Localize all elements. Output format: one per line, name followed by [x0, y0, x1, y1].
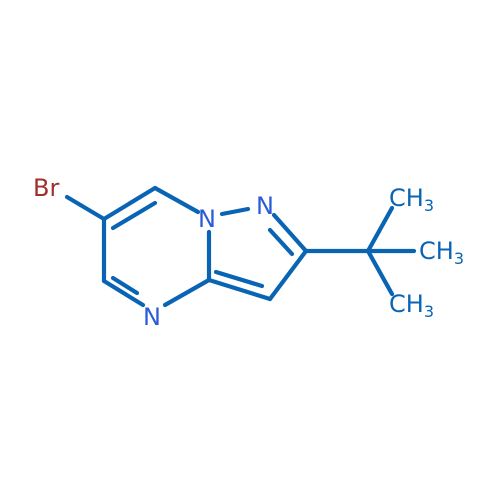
bond-c-br [64, 194, 107, 222]
bond-c3a-n4 [162, 277, 212, 308]
bond-cq-ch3-top [365, 205, 395, 254]
bond-n4-c5 [101, 278, 146, 308]
methyl-bottom-sub: 3 [424, 302, 434, 321]
methyl-right-label: CH3 [419, 237, 464, 268]
methyl-top-label: CH3 [389, 184, 434, 215]
bond-n1-n2 [219, 206, 251, 217]
methyl-top-main: CH [389, 184, 424, 212]
bond-c3-c3a-inner [213, 269, 265, 289]
methyl-top-sub: 3 [424, 196, 434, 215]
bond-c2-c3 [267, 248, 309, 302]
methyl-bottom-label: CH3 [389, 290, 434, 321]
atom-n-pyrazole: N [256, 192, 274, 220]
methyl-bottom-main: CH [389, 290, 424, 318]
bond-c5-c6 [101, 185, 158, 222]
atom-n-pyrimidine: N [143, 303, 161, 331]
bond-c6-n7 [152, 185, 201, 215]
bond-c3-c3a [206, 277, 273, 302]
methyl-right-sub: 3 [454, 249, 464, 268]
bond-n2-c2 [271, 212, 309, 254]
atom-n-bridge: N [198, 205, 216, 233]
atom-br: Br [33, 174, 59, 202]
methyl-right-main: CH [419, 237, 454, 265]
bond-n4-c5-inner [110, 275, 140, 296]
bond-cq-ch3-bottom [365, 248, 395, 297]
bond-c5-c6-inner [110, 200, 158, 231]
bond-n2-c2-inner [267, 227, 295, 257]
